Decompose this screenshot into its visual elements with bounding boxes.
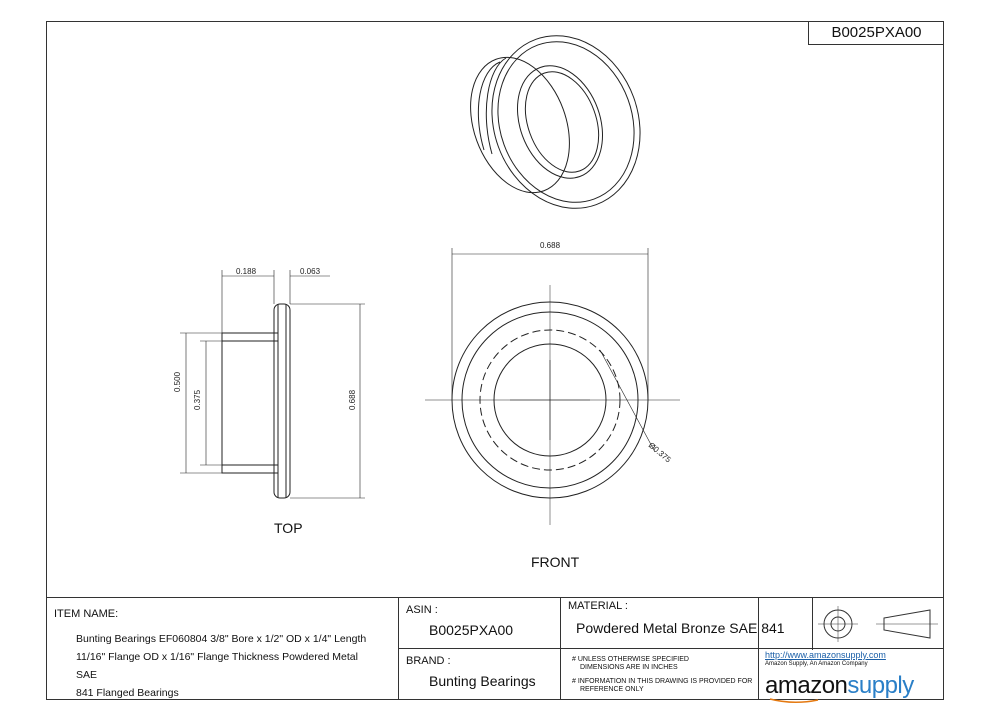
top-view bbox=[180, 270, 365, 499]
dim-top-0500: 0.500 bbox=[173, 371, 182, 392]
dim-top-0188: 0.188 bbox=[236, 267, 257, 276]
header-asin-box: B0025PXA00 bbox=[808, 21, 944, 45]
dim-top-0063: 0.063 bbox=[300, 267, 321, 276]
note-ref-line-2: REFERENCE ONLY bbox=[580, 686, 644, 693]
note-units-line-1: # UNLESS OTHERWISE SPECIFIED bbox=[572, 656, 689, 663]
logo-amazon: amazon bbox=[765, 672, 848, 699]
isometric-view bbox=[470, 35, 641, 209]
dim-top-0375: 0.375 bbox=[193, 389, 202, 410]
item-name-line-1: Bunting Bearings EF060804 3/8" Bore x 1/… bbox=[76, 633, 367, 645]
technical-drawing: 0.188 0.063 0.500 0.375 0.688 0.688 Ø0.3… bbox=[173, 35, 680, 525]
company-name: Amazon Supply, An Amazon Company bbox=[765, 661, 868, 667]
note-units: # UNLESS OTHERWISE SPECIFIED DIMENSIONS … bbox=[572, 656, 689, 672]
brand-label: BRAND : bbox=[406, 655, 451, 667]
front-view-label: FRONT bbox=[531, 554, 580, 570]
logo-supply: supply bbox=[847, 672, 914, 699]
material-value: Powdered Metal Bronze SAE 841 bbox=[576, 620, 785, 636]
dim-top-0688: 0.688 bbox=[348, 389, 357, 410]
projection-symbol bbox=[818, 606, 938, 642]
title-block: ITEM NAME: Bunting Bearings EF060804 3/8… bbox=[46, 597, 944, 703]
note-reference: # INFORMATION IN THIS DRAWING IS PROVIDE… bbox=[572, 678, 752, 694]
material-label: MATERIAL : bbox=[568, 600, 628, 612]
dim-front-0688: 0.688 bbox=[540, 241, 561, 250]
front-view bbox=[425, 248, 680, 525]
item-name-line-3: 841 Flanged Bearings bbox=[76, 687, 179, 699]
drawing-frame bbox=[46, 21, 944, 700]
item-name-label: ITEM NAME: bbox=[54, 608, 119, 620]
amazon-supply-logo: amazonsupply bbox=[765, 672, 914, 700]
amazon-supply-link[interactable]: http://www.amazonsupply.com bbox=[765, 650, 886, 660]
item-name-text: Bunting Bearings EF060804 3/8" Bore x 1/… bbox=[76, 630, 376, 702]
logo-smile-icon bbox=[769, 698, 819, 703]
note-ref-line-1: # INFORMATION IN THIS DRAWING IS PROVIDE… bbox=[572, 678, 753, 685]
asin-value: B0025PXA00 bbox=[429, 622, 514, 638]
brand-value: Bunting Bearings bbox=[429, 673, 536, 689]
dim-front-bore: Ø0.375 bbox=[647, 441, 673, 465]
note-units-line-2: DIMENSIONS ARE IN INCHES bbox=[580, 664, 678, 671]
asin-label: ASIN : bbox=[406, 604, 438, 616]
top-view-label: TOP bbox=[274, 520, 303, 536]
item-name-line-2: 11/16" Flange OD x 1/16" Flange Thicknes… bbox=[76, 651, 358, 681]
